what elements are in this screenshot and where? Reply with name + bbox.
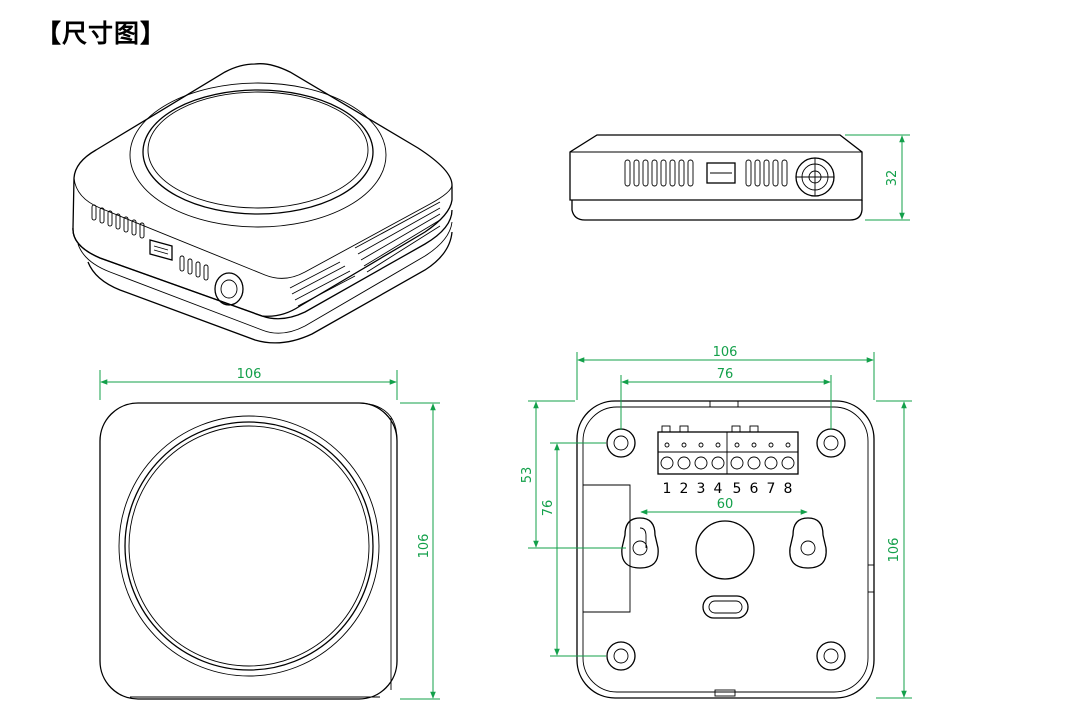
front-view: 106 106 [99, 367, 440, 700]
terminal-label: 4 [714, 481, 723, 497]
dim-keyhole-offset: 53 [520, 467, 535, 484]
dim-side-height: 32 [885, 170, 900, 187]
terminal-label: 5 [733, 481, 742, 497]
terminal-label: 2 [680, 481, 689, 497]
side-view: 32 [569, 134, 910, 221]
terminal-label: 7 [767, 481, 776, 497]
dim-front-width: 106 [237, 367, 262, 382]
dim-front-height: 106 [417, 534, 432, 559]
isometric-view [72, 63, 453, 344]
page-title: 【尺寸图】 [36, 19, 167, 48]
dim-hole-spacing-v: 76 [541, 500, 556, 517]
dim-keyhole-spacing: 60 [717, 497, 734, 512]
back-view: 1 2 3 4 5 6 7 8 106 76 60 106 53 [520, 345, 912, 699]
dim-back-height: 106 [887, 538, 902, 563]
dim-hole-spacing-h: 76 [717, 367, 734, 382]
terminal-labels: 1 2 3 4 5 6 7 8 [663, 481, 793, 497]
terminal-screws [660, 442, 795, 470]
dim-back-width: 106 [713, 345, 738, 360]
terminal-label: 8 [784, 481, 793, 497]
terminal-label: 6 [750, 481, 759, 497]
terminal-label: 1 [663, 481, 672, 497]
terminal-label: 3 [697, 481, 706, 497]
